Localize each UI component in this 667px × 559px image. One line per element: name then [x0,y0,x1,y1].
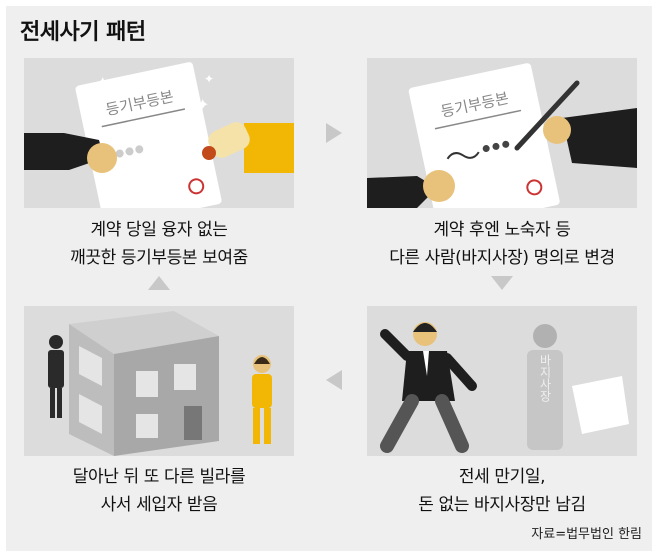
svg-text:✦: ✦ [196,95,209,114]
right-hand [543,116,571,144]
arrow-left-icon [326,370,342,390]
building-roof [69,311,219,354]
arrow-up-icon [148,276,170,290]
step-1-illustration: 등기부등본 ✦ ✦ ✦ [24,58,294,208]
left-hand [423,170,455,202]
source-note: 자료=법무법인 한림 [531,527,642,542]
step-2-line2: 다른 사람(바지사장) 명의로 변경 [389,248,615,268]
right-sleeve [562,108,637,168]
step-3-caption: 달아난 뒤 또 다른 빌라를 사서 세입자 받음 [24,463,294,519]
step-2-line1: 계약 후엔 노숙자 등 [433,220,571,240]
step-1-line1: 계약 당일 융자 없는 [90,220,228,240]
svg-text:✦: ✦ [96,73,109,92]
document-icon [75,62,222,208]
step-4-line2: 돈 없는 바지사장만 남김 [418,495,586,515]
step-1-line2: 깨끗한 등기부등본 보여줌 [70,248,248,268]
figure-label: 바지사장 [538,354,552,402]
left-hand [87,143,117,173]
pen-icon [514,80,580,151]
front-man-icon: 바지사장 [527,324,563,450]
door [184,406,202,440]
step-2-caption: 계약 후엔 노숙자 등 다른 사람(바지사장) 명의로 변경 [367,216,637,272]
svg-text:✦: ✦ [204,72,214,86]
page-title: 전세사기 패턴 [20,20,146,45]
tenant-person-icon [252,355,272,444]
paper-icon [572,376,629,434]
step-4-caption: 전세 만기일, 돈 없는 바지사장만 남김 [367,463,637,519]
person-on-phone-icon [48,335,64,418]
step-1-caption: 계약 당일 융자 없는 깨끗한 등기부등본 보여줌 [24,216,294,272]
left-hand-sleeve [24,133,104,170]
step-2-illustration: 등기부등본 [367,58,637,208]
step-4-illustration: 바지사장 [367,306,637,456]
stamp-icon [202,146,216,160]
building-front [114,336,219,456]
step-3-line1: 달아난 뒤 또 다른 빌라를 [72,467,246,487]
step-3-line2: 사서 세입자 받음 [100,495,218,515]
infographic: 전세사기 패턴 등기부등본 ✦ ✦ ✦ 계약 당일 융자 없는 깨끗한 등기부등 [6,6,652,551]
right-sleeve [244,123,294,173]
arrow-right-icon [326,123,342,143]
step-3-illustration [24,306,294,456]
step-4-line1: 전세 만기일, [458,467,546,487]
fleeing-man-icon [380,322,477,453]
arrow-down-icon [491,276,513,290]
